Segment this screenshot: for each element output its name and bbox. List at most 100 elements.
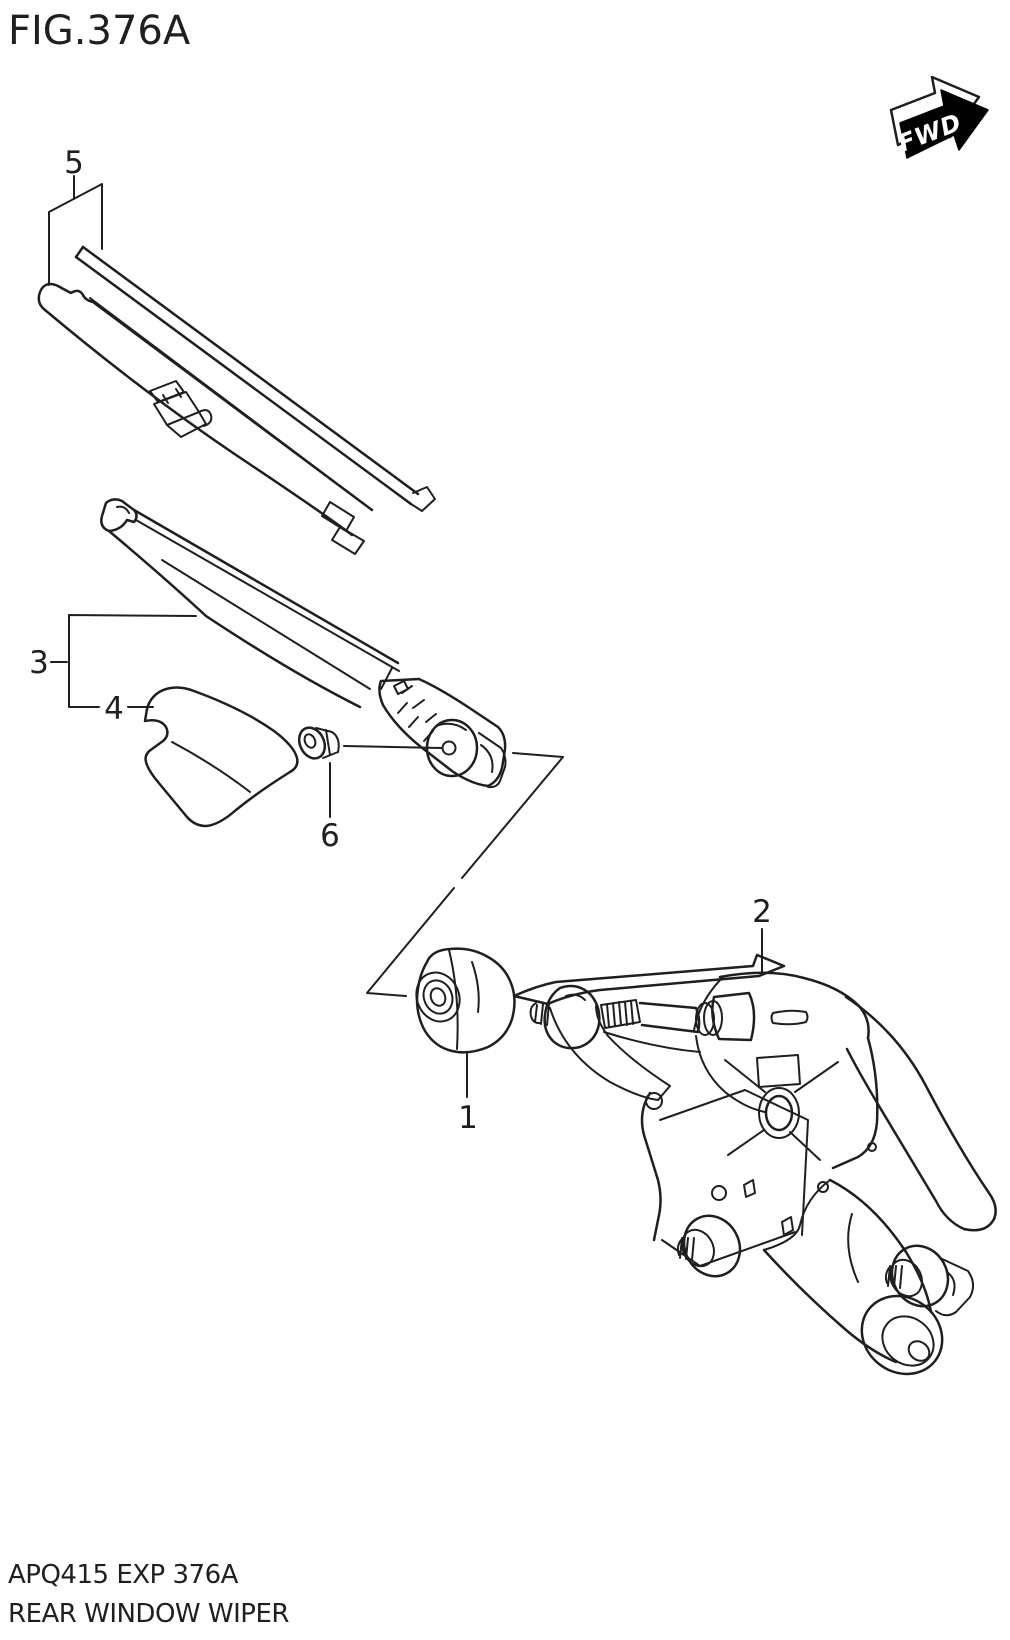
diagram-line — [117, 507, 129, 513]
diagram-line — [167, 412, 206, 437]
shaft-grommet-drawing — [409, 949, 514, 1053]
diagram-line — [45, 310, 352, 535]
diagram-line — [674, 1206, 751, 1286]
diagram-line — [764, 1180, 830, 1250]
diagram-line — [479, 733, 506, 787]
diagram-line — [550, 1008, 658, 1100]
wiper-motor-drawing — [514, 955, 996, 1390]
diagram-line — [428, 986, 448, 1008]
diagram-line — [868, 1143, 876, 1151]
diagram-line — [604, 1032, 700, 1052]
diagram-line — [294, 723, 329, 762]
callouts: 5 3 4 6 1 2 — [29, 145, 772, 1136]
diagram-line — [83, 247, 418, 494]
diagram-line — [199, 410, 211, 426]
diagram-line — [101, 499, 136, 531]
wiper-blade-drawing — [39, 247, 435, 554]
diagram-line — [172, 742, 250, 792]
diagram-line — [696, 1036, 765, 1112]
leader-grommet-v — [367, 753, 563, 996]
diagram-line — [394, 681, 408, 694]
diagram-line — [884, 1254, 928, 1302]
diagram-line — [398, 686, 436, 741]
diagram-line — [764, 1250, 896, 1362]
part-label-arm: 3 — [29, 645, 49, 681]
diagram-line — [449, 950, 458, 1049]
diagram-line — [381, 668, 392, 689]
diagram-line — [936, 1258, 973, 1315]
diagram-line — [759, 1088, 799, 1138]
diagram-line — [847, 1049, 964, 1229]
diagram-line — [531, 1003, 549, 1025]
diagram-line — [316, 728, 339, 758]
diagram-line — [472, 962, 479, 1012]
blade-clip-detail — [150, 381, 211, 437]
diagram-line — [76, 257, 411, 504]
diagram-line — [419, 976, 458, 1018]
diagram-line — [725, 1060, 838, 1160]
diagram-line — [846, 997, 996, 1219]
arm-spline-detail — [381, 668, 436, 741]
diagram-line — [772, 1011, 808, 1025]
diagram-line — [90, 298, 356, 498]
part-label-blade: 5 — [64, 145, 84, 181]
fwd-arrow-icon — [900, 90, 988, 158]
diagram-line — [720, 973, 869, 1038]
diagram-line — [134, 510, 398, 663]
diagram-line — [640, 1003, 699, 1032]
diagram-line — [964, 1219, 994, 1230]
part-label-grommet: 1 — [458, 1100, 478, 1136]
diagram-line — [379, 679, 505, 786]
diagram-line — [596, 1006, 670, 1100]
leader-nut — [330, 746, 441, 817]
wiper-arm-drawing — [101, 499, 505, 787]
diagram-line — [694, 977, 723, 1030]
diagram-line — [601, 1000, 640, 1028]
arm-cap-drawing — [145, 688, 297, 827]
part-label-motor: 2 — [752, 894, 772, 930]
diagram-line — [303, 733, 318, 750]
part-label-cap: 4 — [104, 691, 124, 727]
diagram-line — [39, 284, 372, 510]
diagram-line — [332, 527, 364, 554]
diagram-line — [162, 560, 370, 689]
diagram-line — [545, 986, 600, 1048]
leader-blade — [49, 176, 102, 285]
footer-code: APQ415 EXP 376A — [8, 1560, 239, 1590]
diagram-line — [818, 1182, 828, 1192]
diagram-line — [757, 1055, 800, 1087]
fwd-badge: FWD — [891, 77, 988, 158]
diagram-line — [886, 1266, 902, 1288]
diagram-line — [163, 389, 181, 403]
diagram-line — [642, 1093, 661, 1240]
diagram-line — [417, 949, 515, 1053]
diagram-line — [481, 745, 493, 772]
diagram-line — [411, 487, 435, 511]
diagram-line — [833, 1038, 877, 1168]
diagram-line — [873, 1306, 944, 1375]
diagram-line — [676, 1224, 720, 1272]
diagram-line — [76, 247, 83, 257]
pivot-hole — [443, 742, 456, 755]
diagram-line — [436, 724, 466, 730]
diagram-line — [145, 688, 297, 827]
diagram-line — [514, 955, 784, 1004]
diagram-line — [409, 966, 467, 1028]
diagram-line — [905, 1337, 933, 1365]
part-label-nut: 6 — [320, 818, 340, 854]
diagram-line — [830, 1180, 931, 1312]
diagram-line — [947, 1272, 955, 1295]
diagram-line — [744, 1180, 793, 1235]
diagram-line — [566, 995, 585, 1000]
pivot-nut-drawing — [294, 723, 338, 762]
diagram-line — [712, 993, 754, 1040]
diagram-line — [848, 1214, 858, 1282]
diagram-line — [712, 1186, 726, 1200]
diagram-line — [678, 1238, 694, 1260]
diagram-line — [154, 392, 199, 425]
diagram-line — [109, 531, 360, 707]
leader-arm-bracket — [51, 615, 196, 707]
diagram-line — [136, 520, 399, 671]
